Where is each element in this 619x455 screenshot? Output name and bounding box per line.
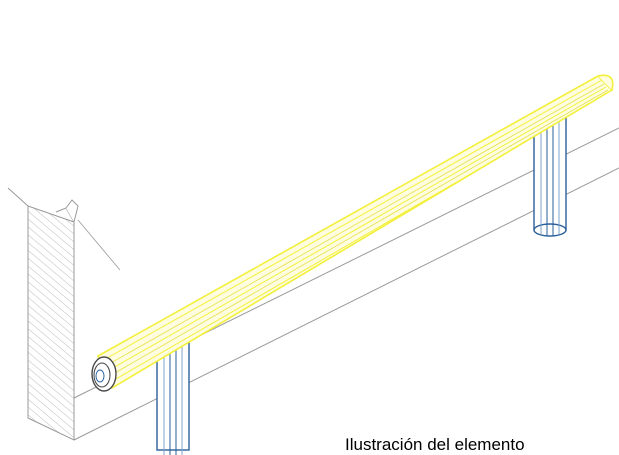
rail-far-end: [597, 74, 614, 91]
support-post-right: [533, 117, 567, 237]
post-right-body: [533, 117, 567, 231]
illustration-caption: Ilustración del elemento: [345, 435, 525, 454]
rail-end-cap: [91, 356, 117, 392]
wall-section: [7, 187, 121, 441]
wall-hatched-face: [27, 205, 75, 441]
post-right-base: [533, 223, 567, 237]
wall-reference-line: [77, 219, 121, 271]
wall-top-edge: [7, 187, 29, 207]
wall-notch-lip: [65, 199, 79, 223]
